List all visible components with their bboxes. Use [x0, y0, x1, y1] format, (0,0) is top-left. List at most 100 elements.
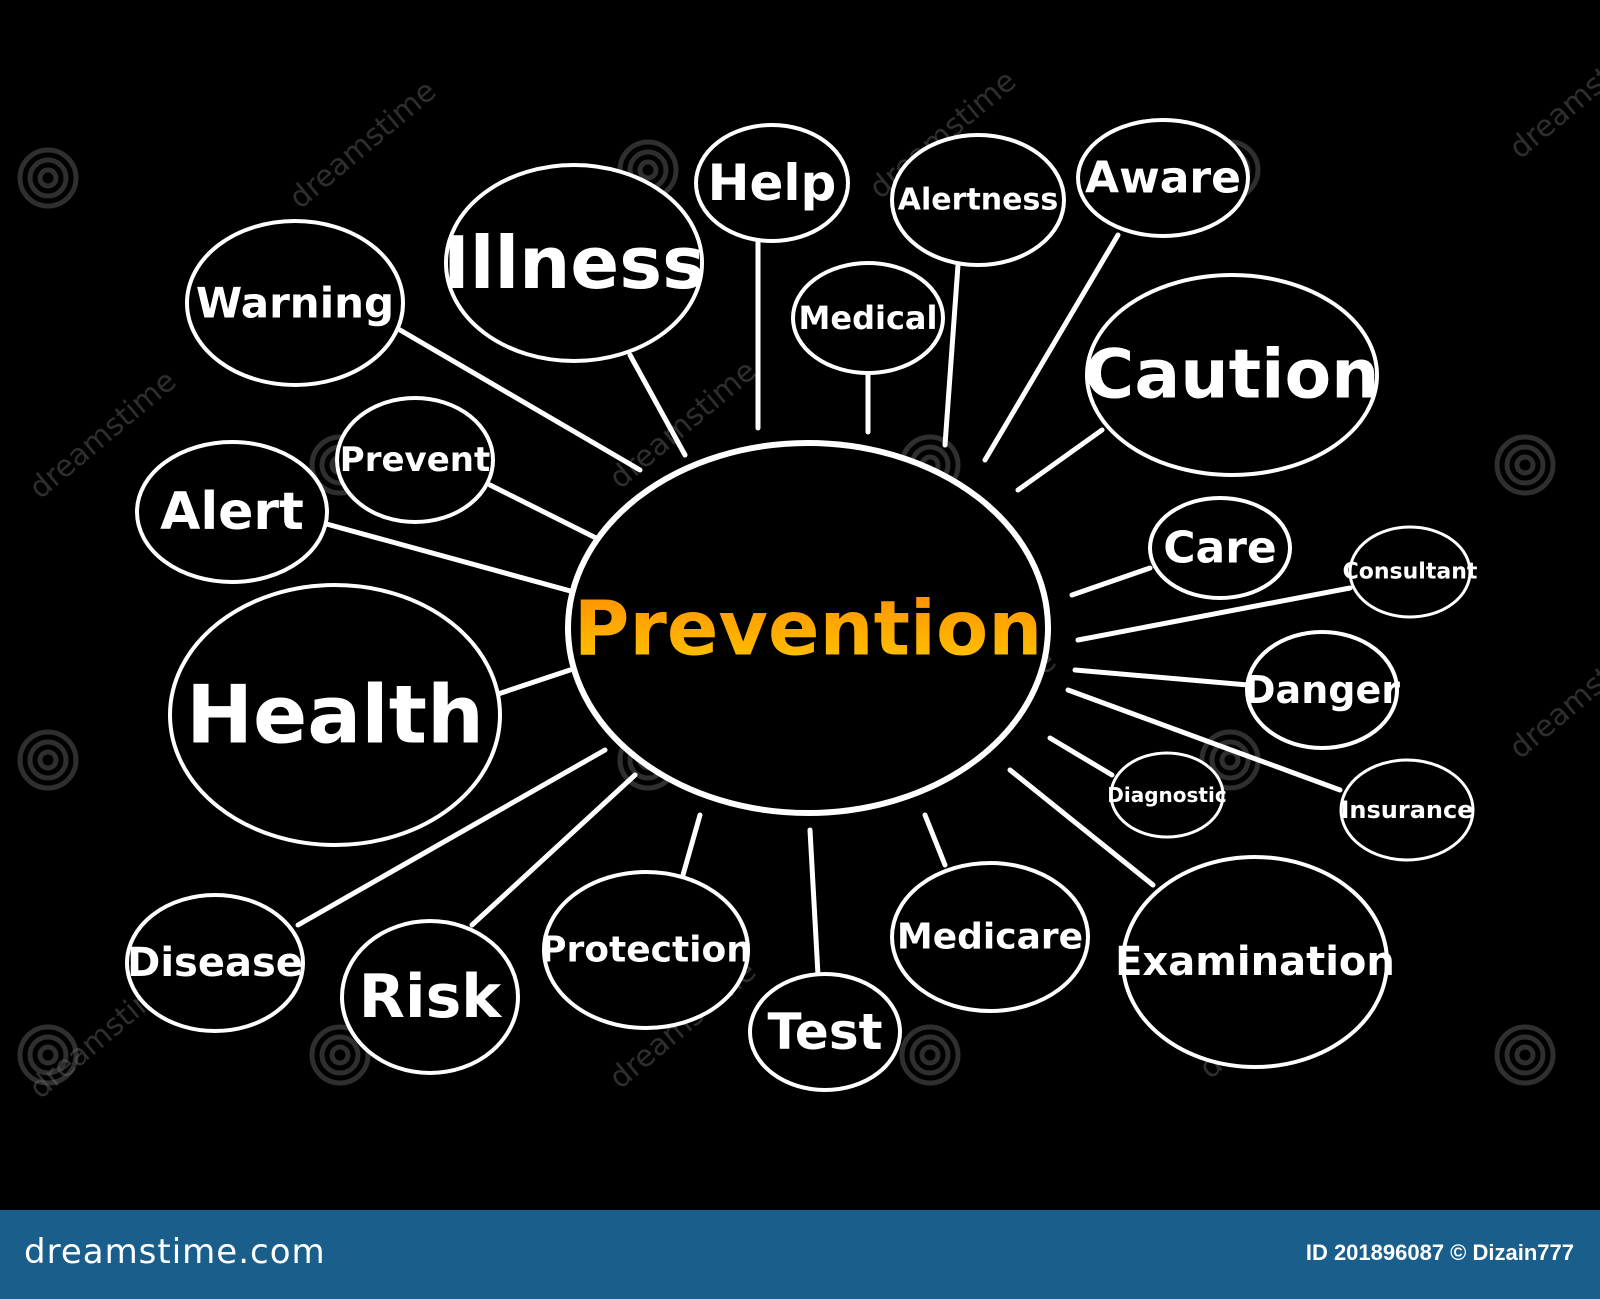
node-label-medicare: Medicare: [897, 917, 1083, 958]
node-label-risk: Risk: [359, 962, 503, 1032]
connector-health: [492, 667, 573, 698]
watermark-text: dreamstime: [283, 73, 444, 216]
connector-alert: [309, 517, 588, 598]
connector-lines: [295, 197, 1353, 978]
node-ellipse-aware: [1076, 118, 1250, 238]
node-ellipse-prevent: [335, 396, 495, 524]
watermark-spiral-icon: [17, 729, 79, 791]
node-label-care: Care: [1163, 523, 1277, 574]
node-ellipse-examination: [1121, 855, 1389, 1069]
node-alert: Alert: [135, 440, 329, 584]
connector-care: [1069, 565, 1153, 598]
node-consultant: Consultant: [1343, 525, 1478, 619]
connector-insurance: [1065, 687, 1343, 793]
watermark-text: dreamstime: [1503, 623, 1600, 766]
node-ellipse-diagnostic: [1109, 751, 1225, 839]
node-label-health: Health: [186, 669, 484, 762]
watermark-spiral-icon: [1494, 434, 1556, 496]
node-medicare: Medicare: [890, 861, 1090, 1013]
node-ellipse-danger: [1245, 630, 1399, 750]
connector-alertness: [942, 262, 961, 448]
node-label-illness: Illness: [443, 221, 705, 305]
node-label-insurance: Insurance: [1340, 796, 1473, 824]
node-ellipse-warning: [185, 219, 405, 387]
node-ellipse-health: [168, 583, 502, 847]
node-protection: Protection: [540, 870, 752, 1030]
connector-disease: [295, 747, 608, 928]
node-warning: Warning: [185, 219, 405, 387]
node-ellipse-alertness: [890, 133, 1066, 267]
node-label-caution: Caution: [1084, 336, 1379, 415]
node-label-examination: Examination: [1115, 939, 1395, 985]
connector-warning: [397, 327, 643, 473]
node-health: Health: [168, 583, 502, 847]
node-caution: Caution: [1084, 273, 1380, 477]
connector-protection: [680, 812, 703, 878]
node-label-protection: Protection: [540, 930, 752, 971]
connector-prevent: [487, 482, 603, 543]
stock-id-label: ID 201896087 © Dizain777: [1305, 1240, 1574, 1265]
watermark-text: dreamstime: [1503, 23, 1600, 166]
node-ellipse-disease: [125, 893, 305, 1033]
node-prevent: Prevent: [335, 396, 495, 524]
node-medical: Medical: [791, 261, 945, 375]
node-ellipse-test: [748, 972, 902, 1092]
node-ellipse-help: [694, 123, 850, 243]
connector-caution: [1015, 427, 1105, 493]
node-risk: Risk: [340, 919, 520, 1075]
connector-medicare: [922, 812, 948, 868]
node-ellipse-caution: [1085, 273, 1379, 477]
node-label-help: Help: [708, 154, 837, 212]
node-ellipse-insurance: [1339, 758, 1475, 862]
node-label-medical: Medical: [799, 299, 938, 337]
node-label-alertness: Alertness: [898, 183, 1058, 218]
footer-bar: dreamstime.com ID 201896087 © Dizain777: [0, 1210, 1600, 1299]
node-diagnostic: Diagnostic: [1107, 751, 1227, 839]
connector-danger: [1072, 667, 1251, 688]
node-ellipse-consultant: [1348, 525, 1472, 619]
node-ellipse-protection: [542, 870, 750, 1030]
node-danger: Danger: [1244, 630, 1400, 750]
node-label-test: Test: [767, 1003, 882, 1061]
watermark-spiral-icon: [899, 1024, 961, 1086]
connector-diagnostic: [1047, 735, 1115, 778]
watermark-spiral-icon: [1494, 1024, 1556, 1086]
node-label-aware: Aware: [1085, 153, 1241, 204]
watermark-spiral-icon: [309, 1024, 371, 1086]
node-ellipse-illness: [444, 163, 704, 363]
brand-logo[interactable]: dreamstime.com: [24, 1232, 326, 1272]
node-label-consultant: Consultant: [1343, 560, 1478, 585]
connector-aware: [982, 232, 1121, 463]
node-aware: Aware: [1076, 118, 1250, 238]
connector-illness: [627, 352, 688, 458]
node-ellipse-medical: [791, 261, 945, 375]
center-node: Prevention: [565, 440, 1051, 816]
node-label-diagnostic: Diagnostic: [1107, 783, 1226, 807]
connector-risk: [469, 772, 638, 928]
connector-examination: [1007, 767, 1156, 888]
node-care: Care: [1148, 496, 1292, 600]
node-label-prevent: Prevent: [340, 440, 490, 480]
node-disease: Disease: [125, 893, 305, 1033]
node-ellipse-risk: [340, 919, 520, 1075]
node-label-disease: Disease: [127, 940, 303, 986]
node-ellipse-alert: [135, 440, 329, 584]
node-insurance: Insurance: [1339, 758, 1475, 862]
node-label-warning: Warning: [196, 279, 394, 328]
node-label-alert: Alert: [160, 482, 304, 542]
connector-consultant: [1075, 585, 1353, 643]
node-alertness: Alertness: [890, 133, 1066, 267]
connector-test: [807, 827, 821, 978]
center-ellipse: [565, 440, 1051, 816]
center-label: Prevention: [574, 584, 1043, 673]
node-ellipse-medicare: [890, 861, 1090, 1013]
node-illness: Illness: [443, 163, 705, 363]
node-test: Test: [748, 972, 902, 1092]
watermark-spiral-icon: [17, 147, 79, 209]
watermark-spiral-icon: [17, 1024, 79, 1086]
node-label-danger: Danger: [1244, 668, 1400, 712]
node-examination: Examination: [1115, 855, 1395, 1069]
node-ellipse-care: [1148, 496, 1292, 600]
